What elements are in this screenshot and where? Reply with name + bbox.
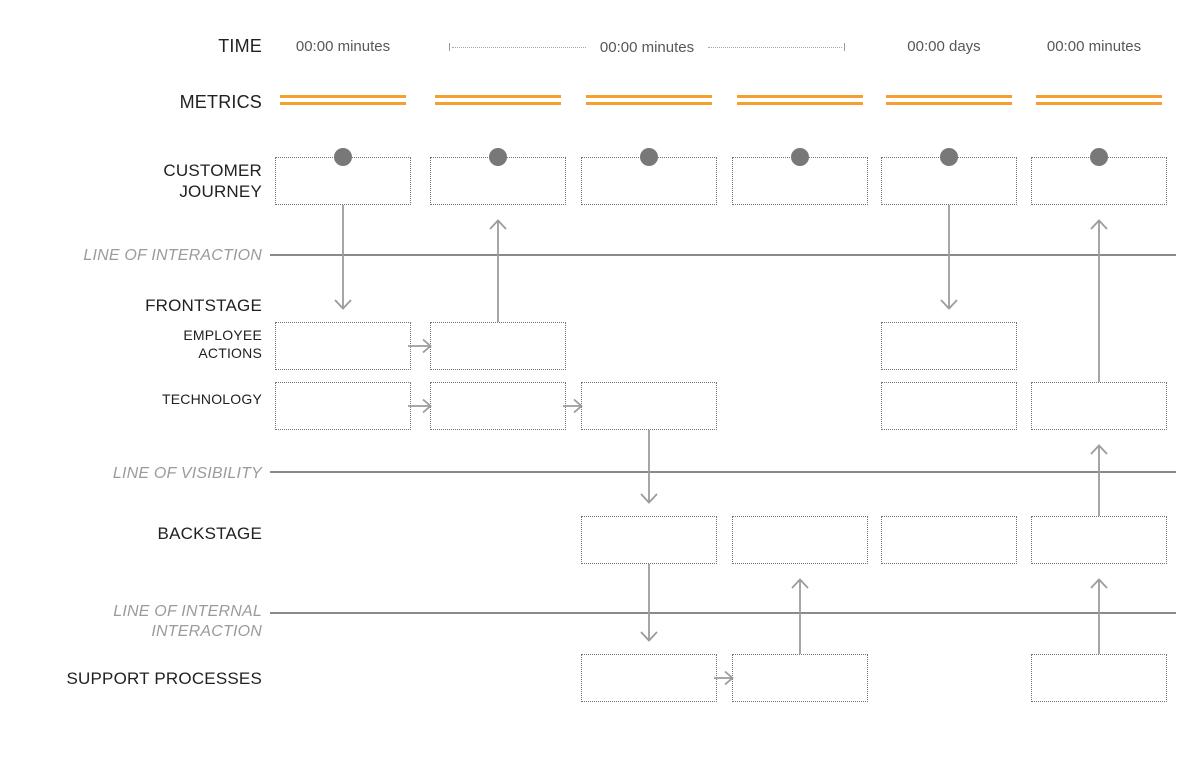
journey-touchpoint-dot-col2 — [489, 148, 507, 166]
technology-box-col5 — [881, 382, 1017, 430]
time-range-bracket: 00:00 minutes — [449, 38, 846, 56]
arrow-customer_journey-to-employee_actions-col1 — [334, 205, 352, 310]
backstage-box-col5 — [881, 516, 1017, 564]
arrow-technology-col2-to-col3 — [563, 398, 583, 414]
technology-box-col1 — [275, 382, 411, 430]
metrics-line-col6 — [1036, 95, 1162, 105]
backstage-box-col6 — [1031, 516, 1167, 564]
time-value-2: 00:00 minutes — [599, 38, 695, 56]
technology-box-col2 — [430, 382, 566, 430]
metrics-line-col2 — [435, 95, 561, 105]
support-processes-box-col6 — [1031, 654, 1167, 702]
arrow-support_processes-to-backstage-col6 — [1090, 578, 1108, 654]
time-row-label: TIME — [218, 36, 262, 56]
employee-actions-row-label: EMPLOYEE ACTIONS — [183, 327, 262, 361]
range-dotted-line — [452, 46, 586, 48]
technology-box-col6 — [1031, 382, 1167, 430]
line-of-internal-interaction-label: LINE OF INTERNAL INTERACTION — [113, 603, 262, 640]
metrics-line-col3 — [586, 95, 712, 105]
support-processes-row-label: SUPPORT PROCESSES — [66, 669, 262, 688]
time-value-1: 00:00 minutes — [295, 38, 391, 55]
metrics-line-col1 — [280, 95, 406, 105]
journey-touchpoint-dot-col6 — [1090, 148, 1108, 166]
arrow-employee_actions-to-customer_journey-col2 — [489, 219, 507, 322]
frontstage-row-label: FRONTSTAGE — [145, 296, 262, 315]
line-of-interaction-label: LINE OF INTERACTION — [83, 247, 262, 264]
customer-journey-row-label: CUSTOMER JOURNEY — [163, 161, 262, 201]
support-processes-box-col4 — [732, 654, 868, 702]
arrow-support_processes-col3-to-col4 — [714, 670, 734, 686]
journey-touchpoint-dot-col4 — [791, 148, 809, 166]
range-tick-left-icon — [449, 43, 450, 51]
arrow-backstage-to-technology-col6 — [1090, 444, 1108, 516]
arrow-technology-to-customer_journey-col6 — [1090, 219, 1108, 382]
arrow-customer_journey-to-employee_actions-col5 — [940, 205, 958, 310]
arrow-technology-col1-to-col2 — [408, 398, 432, 414]
range-dotted-line — [708, 46, 843, 48]
backstage-box-col4 — [732, 516, 868, 564]
backstage-box-col3 — [581, 516, 717, 564]
journey-touchpoint-dot-col3 — [640, 148, 658, 166]
line-of-visibility-label: LINE OF VISIBILITY — [112, 465, 262, 482]
arrow-technology-to-backstage-col3 — [640, 430, 658, 504]
arrow-employee_actions-col1-to-col2 — [408, 338, 432, 354]
journey-touchpoint-dot-col1 — [334, 148, 352, 166]
line-of-internal-interaction-rule — [270, 612, 1176, 614]
line-of-interaction-rule — [270, 254, 1176, 256]
employee-actions-box-col5 — [881, 322, 1017, 370]
technology-row-label: TECHNOLOGY — [161, 391, 262, 407]
employee-actions-box-col1 — [275, 322, 411, 370]
time-value-3: 00:00 days — [907, 38, 981, 55]
arrow-backstage-to-support_processes-col3 — [640, 564, 658, 642]
time-value-4: 00:00 minutes — [1046, 38, 1142, 55]
support-processes-box-col3 — [581, 654, 717, 702]
technology-box-col3 — [581, 382, 717, 430]
employee-actions-box-col2 — [430, 322, 566, 370]
backstage-row-label: BACKSTAGE — [157, 524, 262, 543]
arrow-support_processes-to-backstage-col4 — [791, 578, 809, 654]
journey-touchpoint-dot-col5 — [940, 148, 958, 166]
metrics-line-col5 — [886, 95, 1012, 105]
line-of-visibility-rule — [270, 471, 1176, 473]
range-tick-right-icon — [844, 43, 846, 51]
metrics-row-label: METRICS — [179, 92, 262, 112]
metrics-line-col4 — [737, 95, 863, 105]
